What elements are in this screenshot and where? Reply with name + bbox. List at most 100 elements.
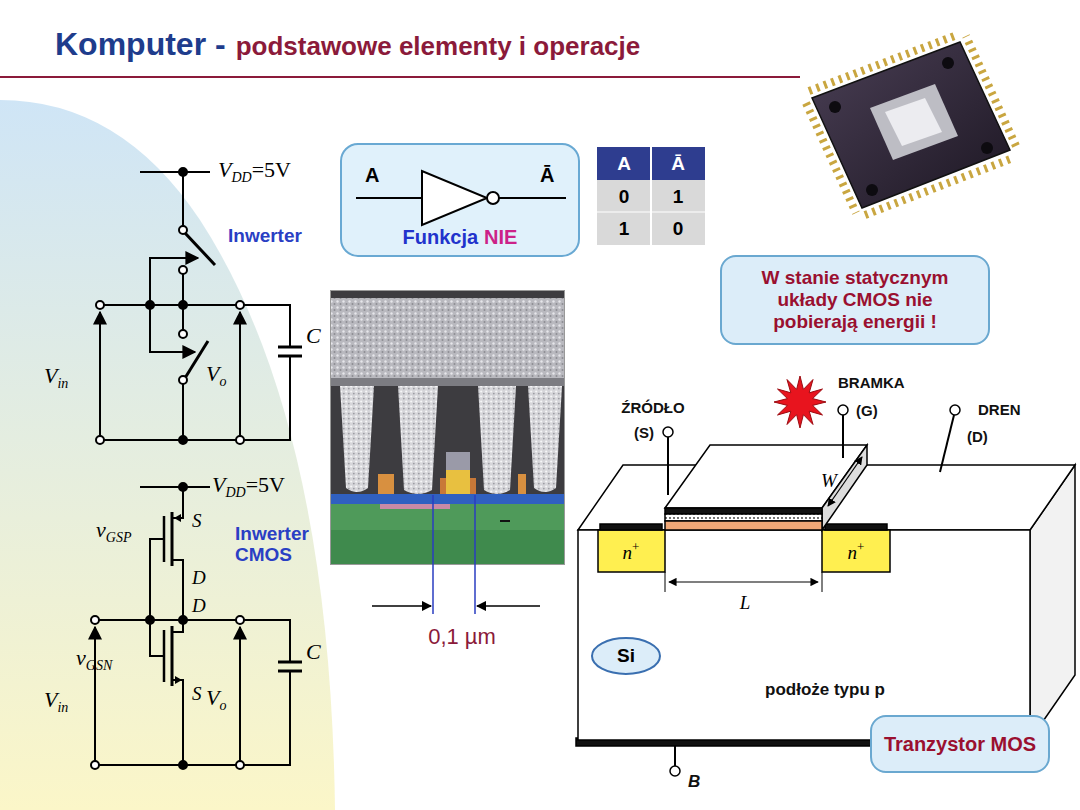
- table-cell: A: [617, 153, 631, 174]
- sem-micrograph-part: [330, 494, 565, 504]
- table-cell-group: A: [617, 154, 631, 175]
- voltage-label-group: vGSN: [76, 646, 112, 673]
- table-cell-group: Ā: [671, 154, 685, 175]
- cmos-inverter-part: [171, 512, 174, 566]
- cmos-inverter-part: [278, 661, 302, 664]
- material-ellipse-text: Si: [617, 645, 635, 667]
- sem-micrograph-part: [500, 520, 510, 522]
- chip-photo-part: [829, 101, 841, 113]
- switch-inverter-part: [182, 172, 184, 226]
- function-box: AĀFunkcjaNIE: [340, 143, 580, 257]
- cmos-inverter-part: [172, 560, 183, 620]
- switch-inverter-part: [244, 356, 290, 440]
- switch-inverter-part: [150, 305, 195, 352]
- cmos-inverter-part: [244, 620, 290, 662]
- terminal-name-group: (S): [634, 425, 654, 442]
- terminal-name: (D): [967, 428, 988, 445]
- supply-label-group: VDD=5V: [212, 473, 285, 500]
- cmos-inverter-part: [91, 761, 99, 769]
- circuit-title: Inwerter: [228, 225, 302, 246]
- sem-micrograph-part: [478, 386, 516, 494]
- switch-inverter-part: [179, 436, 187, 444]
- switch-inverter-part: [179, 376, 187, 384]
- voltage-label-group: Vo: [206, 362, 226, 389]
- mos-transistor-part: [842, 415, 844, 458]
- cmos-inverter-part: [91, 616, 99, 624]
- caption-box: Tranzystor MOS: [870, 715, 1050, 773]
- note-box-text: W stanie statycznym układy CMOS nie pobi…: [734, 267, 976, 333]
- pin-name-group: D: [192, 596, 206, 617]
- chip-photo: [806, 35, 1016, 215]
- chip-photo-part: [812, 42, 1010, 208]
- sem-micrograph-part: [518, 474, 526, 494]
- supply-label: DD: [225, 485, 245, 500]
- mos-transistor-part: [774, 376, 826, 428]
- region-label-group: n+: [623, 540, 640, 564]
- dimension-lines-part: [477, 605, 540, 607]
- mos-transistor-part: [838, 405, 848, 415]
- substrate-label-group: podłoże typu p: [765, 681, 885, 700]
- voltage-label: v: [96, 517, 106, 542]
- mos-transistor-part: [665, 508, 822, 514]
- table-cell-group: 1: [673, 187, 684, 208]
- cmos-inverter-part: [236, 761, 244, 769]
- sem-micrograph-part: [330, 298, 565, 384]
- sem-micrograph-part: [470, 478, 476, 494]
- cmos-inverter-part: [146, 616, 154, 624]
- switch-inverter-part: [244, 305, 290, 347]
- sem-micrograph-part: [446, 470, 470, 494]
- voltage-label: V: [44, 687, 57, 712]
- table-cell-group: 0: [673, 219, 684, 240]
- dimension-label: 0,1 µm: [428, 624, 496, 649]
- switch-inverter-part: [99, 312, 101, 436]
- capacitor-label-group: C: [306, 640, 321, 664]
- mos-transistor-part: [822, 445, 867, 530]
- cmos-inverter-part: [236, 616, 244, 624]
- terminal-name-group: ŹRÓDŁO: [621, 400, 684, 417]
- chip-photo-part: [981, 142, 993, 154]
- mos-transistor-part: [825, 524, 887, 530]
- switch-inverter-part: [179, 266, 187, 274]
- switch-inverter-part: [236, 436, 244, 444]
- sem-micrograph: [330, 290, 565, 565]
- sem-micrograph-part: [380, 504, 450, 509]
- switch-inverter-part: [239, 312, 241, 436]
- terminal-name-group: DREN: [978, 402, 1021, 419]
- caption-box-text: Tranzystor MOS: [884, 733, 1036, 756]
- sem-micrograph-part: [330, 290, 565, 565]
- terminal-name: ŹRÓDŁO: [621, 399, 684, 416]
- slide-title: Komputer -: [55, 27, 226, 62]
- switch-inverter-part: [182, 384, 184, 440]
- terminal-name-group: (G): [856, 403, 878, 420]
- voltage-label: V: [206, 685, 219, 710]
- dimension-label-group: L: [740, 593, 751, 614]
- capacitor-label-group: C: [306, 324, 321, 348]
- sem-micrograph-part: [440, 478, 446, 494]
- truth-table-part: [597, 212, 705, 213]
- voltage-label-group: vGSP: [96, 518, 131, 545]
- mos-transistor-part: [665, 514, 822, 521]
- table-cell: Ā: [671, 153, 685, 174]
- dimension-lines: [372, 495, 540, 614]
- region-label: n: [623, 542, 633, 563]
- voltage-label-group: Vo: [206, 686, 226, 713]
- mos-transistor-part: [670, 766, 680, 776]
- voltage-label-group: Vin: [44, 364, 68, 391]
- supply-label: V: [212, 472, 225, 497]
- subtitle: podstawowe elementy i operacje: [236, 31, 641, 61]
- text-row: FunkcjaNIE: [403, 226, 518, 248]
- switch-inverter-part: [104, 304, 236, 306]
- output-name: Ā: [540, 164, 554, 186]
- capacitor-label: C: [306, 639, 321, 664]
- voltage-label: V: [44, 363, 57, 388]
- pin-name: S: [192, 510, 202, 531]
- pin-name-group: S: [192, 684, 202, 705]
- mos-transistor-part: [598, 530, 665, 572]
- supply-label-group: VDD=5V: [218, 158, 291, 185]
- circuit-title-group: Inwerter CMOS: [235, 524, 330, 566]
- voltage-label: o: [219, 698, 226, 713]
- dimension-label-group: 0,1 µm: [428, 625, 496, 649]
- pin-name-group: D: [192, 568, 206, 589]
- mos-transistor-part: [667, 437, 669, 495]
